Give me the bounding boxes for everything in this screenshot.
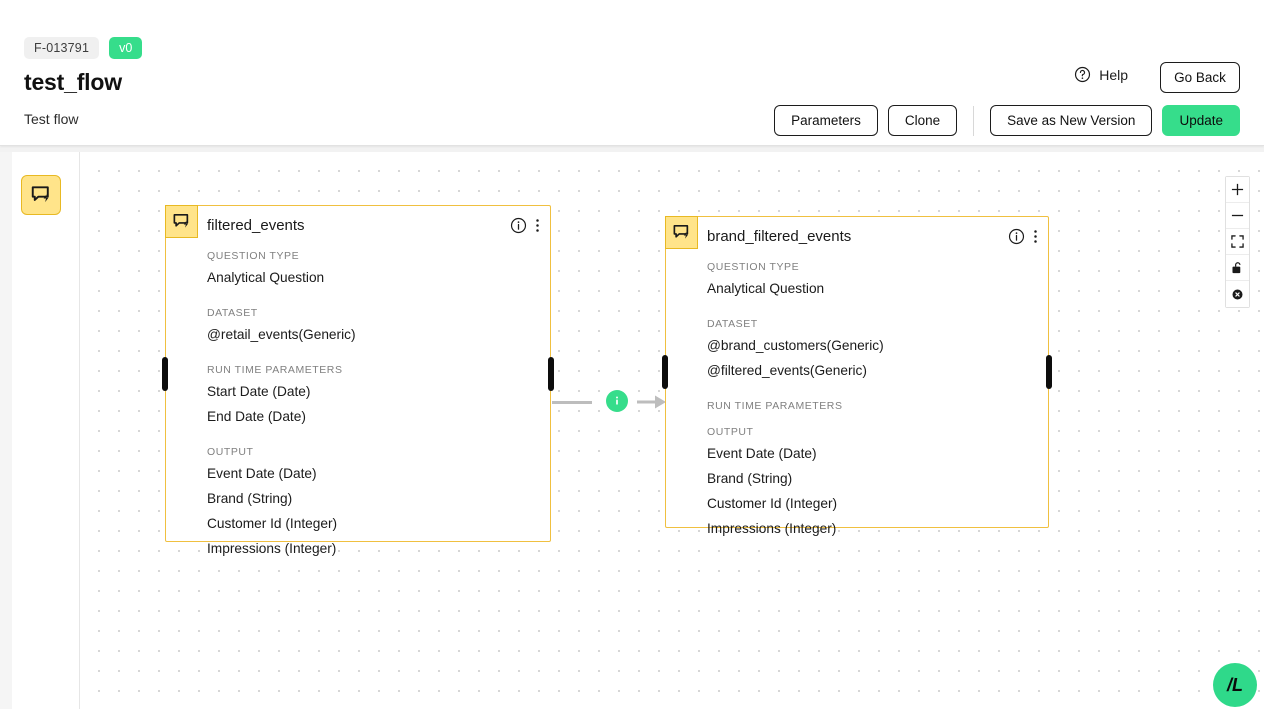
node-type-icon-wrap (165, 205, 198, 238)
node-section-value: Impressions (Integer) (207, 541, 337, 556)
info-icon (616, 396, 618, 405)
help-link[interactable]: Help (1074, 66, 1128, 83)
minus-icon (1231, 214, 1244, 217)
parameters-button[interactable]: Parameters (774, 105, 878, 136)
update-button[interactable]: Update (1162, 105, 1240, 136)
node-section-label: OUTPUT (207, 446, 254, 458)
page-title: test_flow (24, 69, 122, 95)
brand-watermark[interactable]: /L (1213, 663, 1257, 707)
kebab-menu-icon[interactable] (1033, 228, 1038, 245)
node-section-label: DATASET (707, 318, 758, 330)
node-section-value: @retail_events(Generic) (207, 327, 356, 342)
plus-icon (1231, 183, 1244, 196)
node-input-handle[interactable] (162, 356, 168, 391)
node-section: RUN TIME PARAMETERS Start Date (Date) End … (207, 364, 538, 429)
flow-edge (552, 390, 672, 414)
kebab-menu-icon[interactable] (535, 217, 540, 234)
clone-button[interactable]: Clone (887, 105, 958, 136)
node-section-label: QUESTION TYPE (207, 250, 300, 262)
node-section-value: Event Date (Date) (207, 466, 317, 481)
node-section-value: Customer Id (Integer) (707, 496, 838, 511)
node-section-value: Brand (String) (707, 471, 793, 486)
info-circle-icon[interactable] (1008, 228, 1025, 245)
page-header: F-013791 v0 test_flow Test flow Help Go … (0, 0, 1264, 146)
flow-node-filtered-events[interactable]: filtered_events QUESTION TYPE Analytical … (162, 205, 554, 556)
question-node-tool[interactable] (21, 175, 61, 215)
edge-arrow-right (637, 395, 666, 409)
flow-id-badge: F-013791 (24, 37, 100, 59)
save-as-new-version-button[interactable]: Save as New Version (990, 105, 1153, 136)
action-divider (973, 105, 975, 136)
node-section-value: Impressions (Integer) (707, 521, 837, 536)
flow-canvas-area: filtered_events QUESTION TYPE Analytical … (0, 152, 1264, 709)
node-section-label: RUN TIME PARAMETERS (207, 364, 343, 376)
node-section: QUESTION TYPE Analytical Question (707, 261, 1036, 301)
edge-info-badge[interactable] (606, 390, 628, 412)
zoom-out-button[interactable] (1226, 203, 1249, 229)
node-section-value: Analytical Question (707, 281, 825, 296)
node-section-label: RUN TIME PARAMETERS (707, 400, 843, 412)
node-section: QUESTION TYPE Analytical Question (207, 250, 538, 290)
flow-canvas[interactable]: filtered_events QUESTION TYPE Analytical … (80, 152, 1264, 709)
flow-version-badge: v0 (109, 37, 143, 59)
node-type-icon-wrap (665, 216, 698, 249)
speech-bubble-bolt-icon (673, 225, 689, 239)
node-section-label: DATASET (207, 307, 258, 319)
node-output-handle[interactable] (548, 356, 554, 391)
node-section-value: Start Date (Date) (207, 384, 311, 399)
lock-button[interactable] (1226, 255, 1249, 281)
question-circle-icon (1075, 66, 1091, 83)
speech-bubble-bolt-icon (173, 214, 189, 228)
reset-button[interactable] (1226, 281, 1249, 307)
circle-cross-icon (1232, 288, 1243, 300)
help-label: Help (1099, 66, 1128, 83)
info-circle-icon[interactable] (510, 217, 527, 234)
node-toolbar (1008, 228, 1038, 245)
page-subtitle: Test flow (24, 111, 79, 127)
canvas-zoom-toolbar (1225, 176, 1250, 308)
node-section: OUTPUT Event Date (Date) Brand (String) Cus… (707, 426, 1036, 541)
fit-screen-icon (1231, 235, 1244, 248)
node-section-value: @brand_customers(Generic) (707, 338, 884, 353)
flow-meta-badges: F-013791 v0 (24, 37, 143, 59)
flow-node-brand-filtered-events[interactable]: brand_filtered_events QUESTION TYPE Analy… (662, 216, 1052, 536)
node-section-label: OUTPUT (707, 426, 754, 438)
node-palette (12, 152, 80, 709)
node-toolbar (510, 217, 540, 234)
node-section-value: End Date (Date) (207, 409, 306, 424)
fit-view-button[interactable] (1226, 229, 1249, 255)
node-section-label: QUESTION TYPE (707, 261, 800, 273)
node-title: filtered_events (207, 217, 305, 234)
go-back-button[interactable]: Go Back (1160, 62, 1240, 93)
node-section-value: Analytical Question (207, 270, 325, 285)
padlock-icon (1232, 262, 1241, 274)
node-section-value: Customer Id (Integer) (207, 516, 338, 531)
node-title: brand_filtered_events (707, 228, 852, 245)
header-actions: Parameters Clone Save as New Version Upd… (774, 105, 1240, 136)
node-section-value: Brand (String) (207, 491, 293, 506)
node-input-handle[interactable] (662, 355, 668, 389)
node-section: DATASET @retail_events(Generic) (207, 307, 538, 347)
edge-line-left (552, 401, 592, 404)
speech-bubble-bolt-icon (31, 186, 49, 203)
node-section: DATASET @brand_customers(Generic) @filtere… (707, 318, 1036, 383)
node-output-handle[interactable] (1046, 355, 1052, 389)
zoom-in-button[interactable] (1226, 177, 1249, 203)
node-section: OUTPUT Event Date (Date) Brand (String) Cus… (207, 446, 538, 561)
node-section-value: Event Date (Date) (707, 446, 817, 461)
node-section: RUN TIME PARAMETERS (707, 400, 1036, 412)
node-section-value: @filtered_events(Generic) (707, 363, 867, 378)
